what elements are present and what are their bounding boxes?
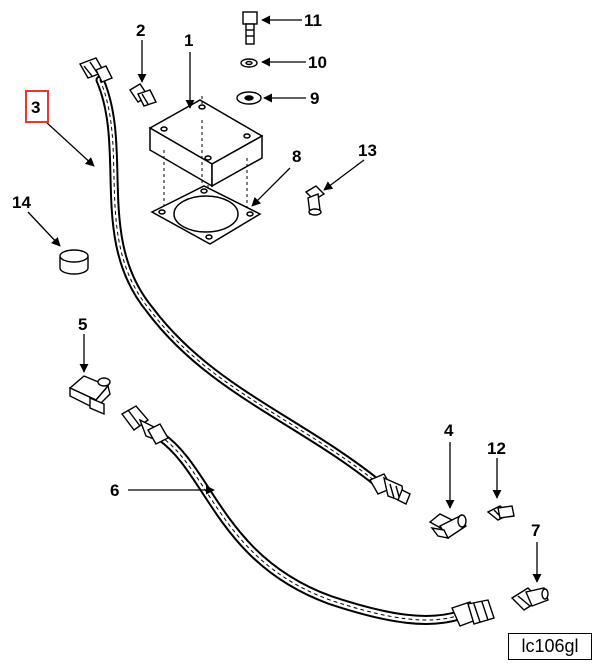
gasket-part-8 (150, 185, 262, 245)
hose-3-top-fitting (78, 57, 113, 83)
figure-reference-label: lc106gl (508, 633, 592, 660)
connector-part-2 (129, 83, 157, 107)
leader-14 (27, 211, 61, 247)
callout-3-highlight-box (25, 90, 49, 123)
hose-part-3 (95, 75, 385, 490)
leader-13 (323, 159, 365, 191)
callout-4: 4 (444, 421, 454, 440)
callout-11: 11 (304, 11, 322, 30)
callout-10: 10 (308, 53, 327, 72)
washer-part-9 (236, 91, 262, 105)
plug-part-13 (304, 185, 326, 216)
hose-6-upper-fitting (120, 405, 169, 445)
callout-14: 14 (12, 193, 31, 212)
callout-labels: 1 2 3 4 5 6 7 8 9 10 11 12 13 14 (12, 11, 540, 540)
hose-6-lower-fitting (451, 599, 495, 627)
callout-8: 8 (292, 147, 301, 166)
hose-3-bottom-fitting (369, 473, 411, 505)
leader-8 (251, 167, 291, 207)
fitting-part-12 (486, 505, 515, 521)
cap-part-14 (59, 249, 89, 275)
callout-5: 5 (78, 315, 87, 334)
callout-13: 13 (358, 141, 377, 160)
callout-9: 9 (310, 89, 319, 108)
callout-12: 12 (487, 439, 506, 458)
leader-3 (45, 121, 95, 167)
elbow-part-5 (68, 375, 111, 416)
flange-block-part-1 (148, 99, 264, 188)
leader-arrows (27, 15, 542, 583)
callout-1: 1 (184, 31, 193, 50)
callout-3: 3 (31, 98, 40, 117)
lockwasher-part-10 (240, 58, 258, 68)
callout-6: 6 (110, 481, 119, 500)
hose-part-6 (155, 431, 465, 625)
elbow-part-4 (428, 513, 467, 539)
callout-2: 2 (136, 21, 145, 40)
callout-7: 7 (531, 521, 540, 540)
bolt-part-11 (242, 11, 258, 45)
adapter-part-7 (510, 587, 549, 611)
